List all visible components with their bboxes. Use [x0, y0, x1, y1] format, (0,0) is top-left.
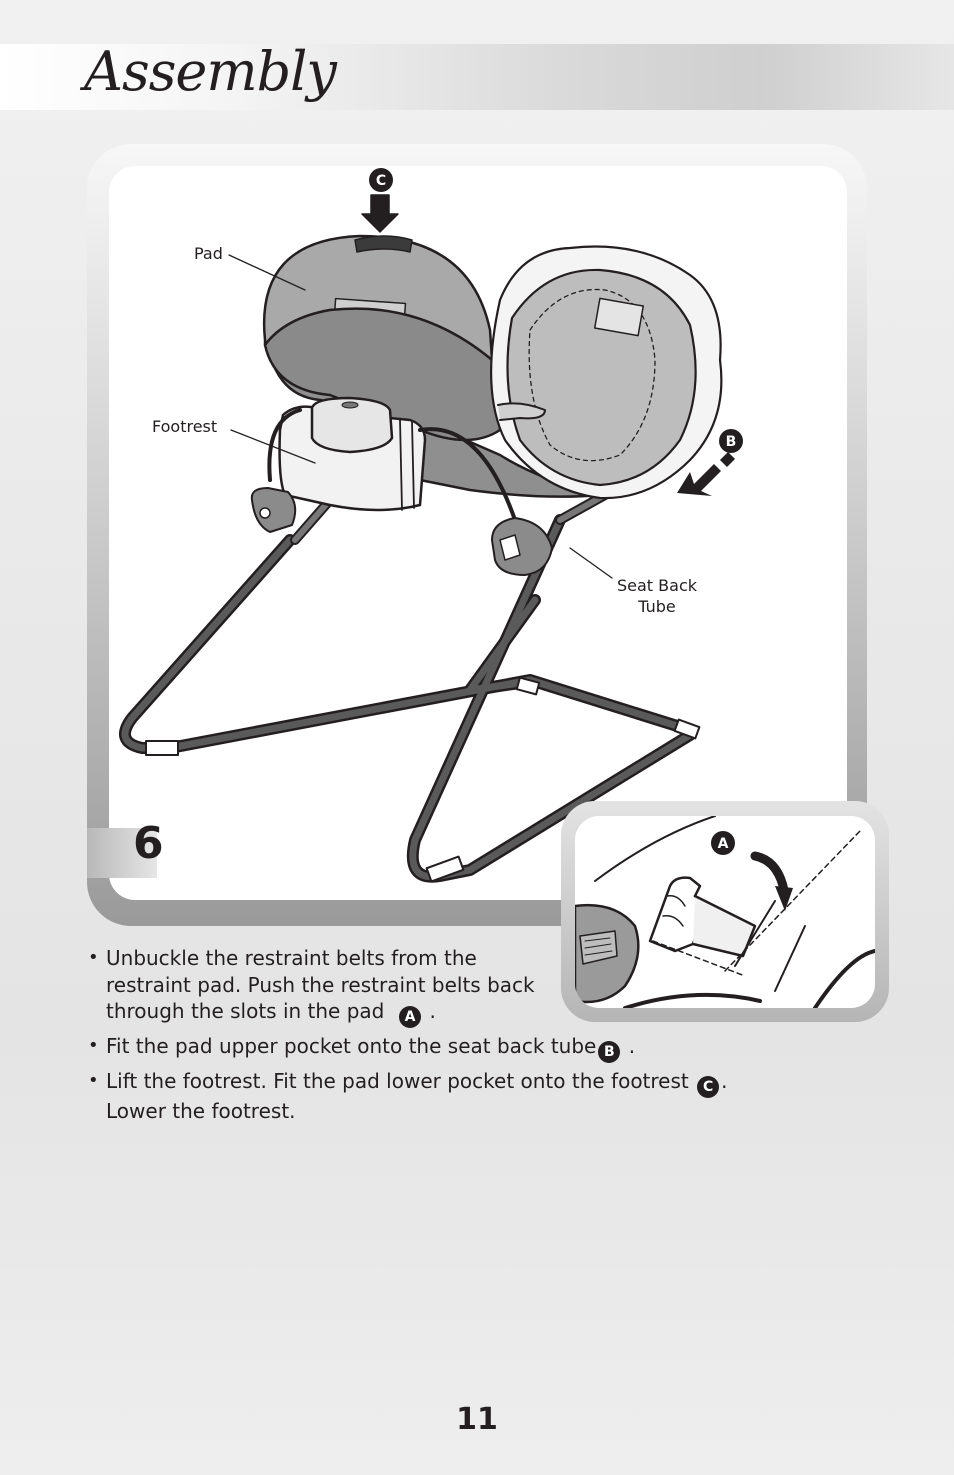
marker-a-badge: A	[399, 1006, 422, 1028]
step-number: 6	[133, 818, 164, 869]
seat-back-tube-leader-line	[569, 547, 613, 579]
marker-a: A	[711, 831, 735, 855]
label-pad: Pad	[194, 244, 223, 263]
page-number: 11	[456, 1402, 498, 1437]
svg-text:A: A	[718, 836, 729, 852]
header-band	[0, 44, 954, 110]
page-title: Assembly	[84, 40, 337, 103]
arrow-b	[677, 452, 735, 496]
arrow-c	[361, 194, 399, 233]
left-hinge	[250, 487, 297, 533]
frame-connector	[673, 718, 701, 740]
instruction-item: • Fit the pad upper pocket onto the seat…	[88, 1033, 748, 1063]
marker-b: B	[719, 429, 743, 453]
bullet: •	[88, 1070, 99, 1091]
marker-b-badge: B	[598, 1041, 621, 1063]
svg-text:C: C	[376, 173, 386, 189]
inset-panel: A	[575, 816, 875, 1008]
label-footrest: Footrest	[152, 417, 218, 436]
instruction-item: • Unbuckle the restraint belts from the …	[88, 945, 748, 1028]
label-seat-back-tube: Seat Back Tube	[617, 576, 698, 616]
frame-connector	[515, 676, 541, 696]
pad-leader-line	[228, 254, 306, 291]
step-tab	[87, 828, 157, 878]
marker-c: C	[369, 168, 393, 192]
step-frame-inner	[109, 166, 847, 900]
inset-buckle-illustration: A	[575, 816, 875, 1008]
bullet: •	[88, 1035, 99, 1056]
instruction-list: • Unbuckle the restraint belts from the …	[88, 945, 748, 1130]
right-hinge	[491, 517, 553, 576]
instruction-item: • Lift the footrest. Fit the pad lower p…	[88, 1069, 728, 1123]
marker-c-badge: C	[697, 1076, 720, 1098]
frame-connector	[145, 740, 179, 756]
footrest-leader-line	[230, 429, 316, 464]
svg-text:B: B	[726, 434, 737, 450]
bullet: •	[88, 947, 99, 968]
frame-connector	[425, 855, 465, 883]
bouncer-illustration: C B	[119, 168, 743, 883]
